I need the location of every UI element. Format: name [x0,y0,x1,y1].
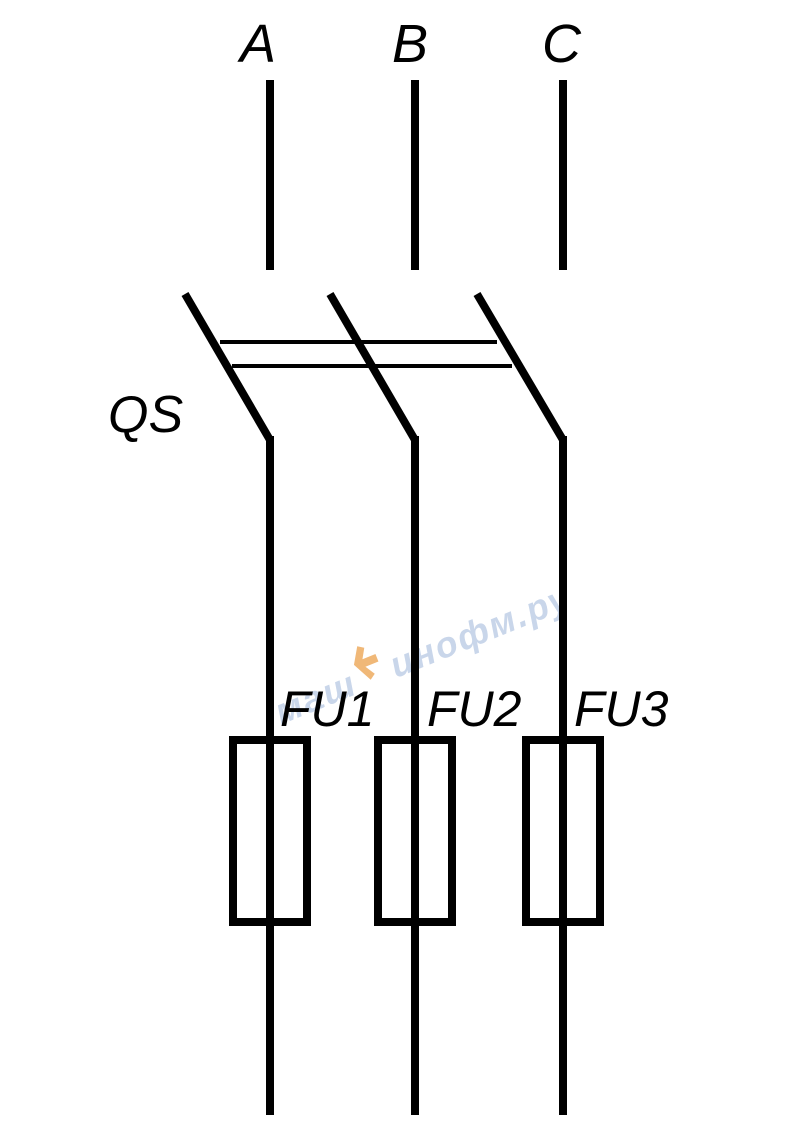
fuse-label-fu2: FU2 [427,681,522,737]
switch-blade-c [473,291,567,443]
switch-label-qs: QS [108,386,183,444]
fuse-body-fu3 [522,736,604,926]
fuse-label-fu3: FU3 [574,681,669,737]
switch-blade-a [181,291,274,443]
watermark-key-icon [353,646,379,680]
phase-label-c: C [542,14,582,74]
phase-label-b: B [392,14,428,74]
fuse-body-fu1 [229,736,311,926]
fuse-body-fu2 [374,736,456,926]
fuse-label-fu1: FU1 [280,681,374,737]
phase-label-a: A [237,14,276,74]
